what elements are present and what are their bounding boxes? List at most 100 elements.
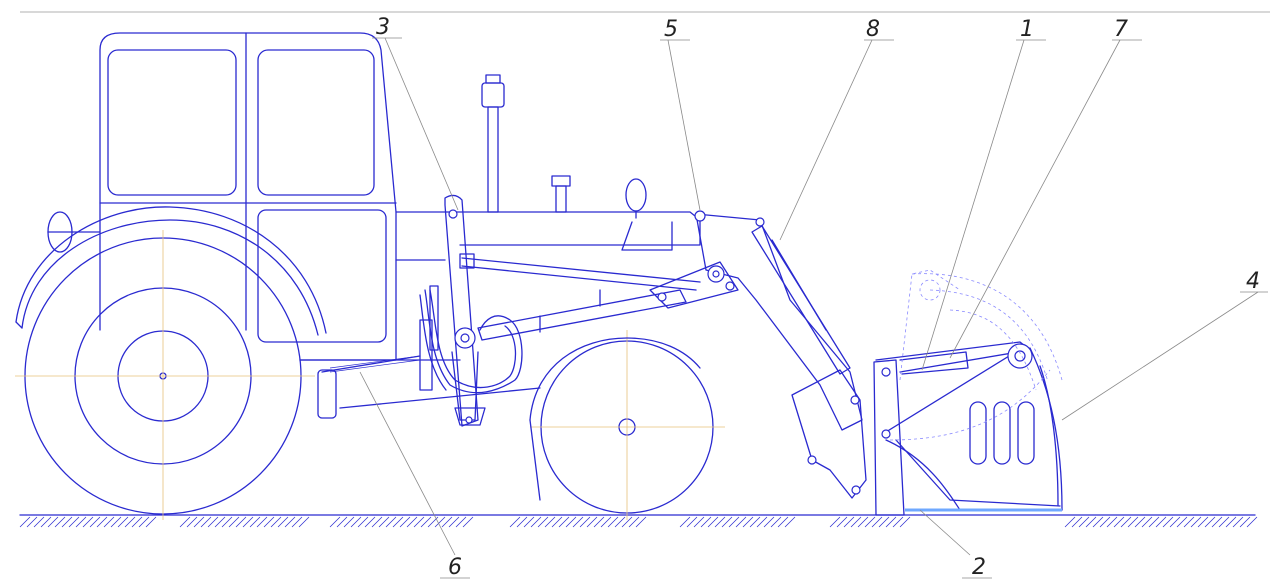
ground-hatch-mark <box>749 516 761 528</box>
ground-hatch-mark <box>635 516 647 528</box>
ground-hatch-mark <box>871 516 883 528</box>
callout-3: 3 <box>376 15 390 40</box>
upper-tie-rod <box>459 253 701 291</box>
ground-hatch-mark <box>462 516 474 528</box>
ground-hatch-mark <box>420 516 432 528</box>
ground-hatch-mark <box>784 516 796 528</box>
ground-hatch-mark <box>385 516 397 528</box>
ground-hatch-mark <box>96 516 108 528</box>
ground-hatch-mark <box>735 516 747 528</box>
ground-hatch-mark <box>885 516 897 528</box>
ground-hatch-mark <box>551 516 563 528</box>
hood <box>395 74 701 261</box>
ground-hatch-mark <box>572 516 584 528</box>
ground-hatch-mark <box>406 516 418 528</box>
cab <box>99 32 397 361</box>
ground-hatch-mark <box>1134 516 1146 528</box>
callout-1: 1 <box>1020 17 1034 42</box>
rear-wheel <box>15 230 315 520</box>
callout-4: 4 <box>1246 269 1260 294</box>
callout-8: 8 <box>866 17 880 42</box>
ground-hatch-mark <box>1141 516 1153 528</box>
ground-hatch-mark <box>523 516 535 528</box>
ground-hatch-mark <box>371 516 383 528</box>
ground-hatch-mark <box>329 516 341 528</box>
ground-hatch-mark <box>693 516 705 528</box>
ground-hatch-mark <box>103 516 115 528</box>
ground-hatch-mark <box>1155 516 1167 528</box>
ground-hatch-mark <box>857 516 869 528</box>
ground-hatch-mark <box>763 516 775 528</box>
frame <box>299 285 541 419</box>
ground-hatch-mark <box>756 516 768 528</box>
ground-hatch-mark <box>249 516 261 528</box>
ground-hatch-mark <box>33 516 45 528</box>
ground-hatch-mark <box>836 516 848 528</box>
ground-hatch-mark <box>579 516 591 528</box>
front-wheel <box>529 330 725 520</box>
ground-hatch-mark <box>777 516 789 528</box>
ground-hatch-mark <box>19 516 31 528</box>
ground-hatch-mark <box>1148 516 1160 528</box>
ground-hatch-mark <box>878 516 890 528</box>
bucket-bracket <box>791 369 867 499</box>
ground-hatch-mark <box>235 516 247 528</box>
ground-hatch-mark <box>1232 516 1244 528</box>
ground-hatch-mark <box>614 516 626 528</box>
ground-hatch-mark <box>516 516 528 528</box>
ground-hatch-mark <box>586 516 598 528</box>
ground-hatch-mark <box>829 516 841 528</box>
ground-hatch-mark <box>1162 516 1174 528</box>
ground-hatch-mark <box>707 516 719 528</box>
ground-hatch-mark <box>343 516 355 528</box>
ground-hatch-mark <box>357 516 369 528</box>
ground-hatch-mark <box>110 516 122 528</box>
ground-hatch-mark <box>1169 516 1181 528</box>
callout-5: 5 <box>664 17 678 42</box>
ground-hatch-mark <box>54 516 66 528</box>
ground-hatch-mark <box>686 516 698 528</box>
boom-cylinder <box>751 225 851 375</box>
ground-hatch-mark <box>1071 516 1083 528</box>
ground-hatch-mark <box>1113 516 1125 528</box>
ground-hatch-mark <box>193 516 205 528</box>
ground-hatch-mark <box>291 516 303 528</box>
hydraulic-hoses <box>419 289 523 394</box>
rear-post <box>444 194 486 427</box>
ground-hatch-mark <box>742 516 754 528</box>
ground-hatch-mark <box>565 516 577 528</box>
raised-bucket-outline <box>889 269 1063 441</box>
rear-lamp <box>47 211 101 253</box>
ground-hatch-mark <box>721 516 733 528</box>
ground-hatch-mark <box>448 516 460 528</box>
ground-hatch-mark <box>1190 516 1202 528</box>
ground-hatch-mark <box>40 516 52 528</box>
ground-hatch-mark <box>621 516 633 528</box>
callout-7: 7 <box>1114 17 1128 42</box>
ground-hatch-mark <box>256 516 268 528</box>
ground-hatch-mark <box>89 516 101 528</box>
ground-hatch-mark <box>843 516 855 528</box>
ground-hatch-mark <box>68 516 80 528</box>
ground-hatch-mark <box>864 516 876 528</box>
ground-hatch-mark <box>26 516 38 528</box>
ground-hatch-mark <box>145 516 157 528</box>
ground-hatch-mark <box>392 516 404 528</box>
ground-hatch-mark <box>117 516 129 528</box>
ground-hatch-mark <box>1120 516 1132 528</box>
ground-hatch-mark <box>1064 516 1076 528</box>
ground-hatch-mark <box>899 516 911 528</box>
bucket-frame <box>873 341 1063 516</box>
ground-hatch-mark <box>728 516 740 528</box>
ground-hatch-mark <box>413 516 425 528</box>
ground-hatch-mark <box>82 516 94 528</box>
ground <box>19 514 1258 528</box>
ground-hatch-mark <box>1211 516 1223 528</box>
ground-hatch-mark <box>242 516 254 528</box>
ground-hatch-mark <box>284 516 296 528</box>
ground-hatch-mark <box>593 516 605 528</box>
ground-hatch-mark <box>455 516 467 528</box>
ground-hatch-mark <box>228 516 240 528</box>
rear-fender <box>15 206 327 336</box>
